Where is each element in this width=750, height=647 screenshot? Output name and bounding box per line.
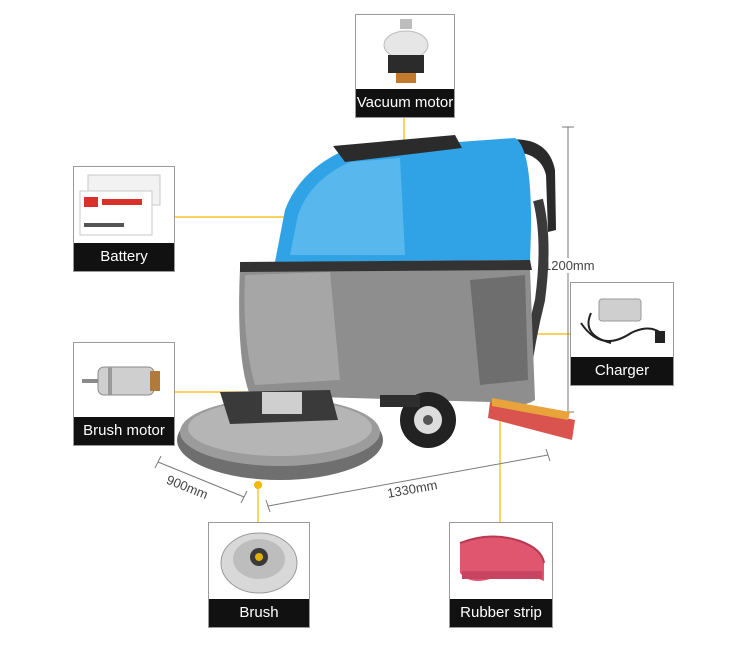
rubber-strip-callout: Rubber strip	[449, 522, 553, 628]
battery-callout: Battery	[73, 166, 175, 272]
brush-motor-label: Brush motor	[74, 417, 174, 445]
height-dimension: 1200mm	[542, 258, 597, 273]
charger-callout: Charger	[570, 282, 674, 386]
brush-motor-image	[74, 343, 174, 417]
vacuum-motor-callout: Vacuum motor	[355, 14, 455, 118]
rubber-strip-label: Rubber strip	[450, 599, 552, 627]
brush-callout: Brush	[208, 522, 310, 628]
brush-motor-callout: Brush motor	[73, 342, 175, 446]
battery-label: Battery	[74, 243, 174, 271]
battery-image	[74, 167, 174, 243]
charger-image	[571, 283, 673, 357]
vacuum-motor-label: Vacuum motor	[356, 89, 454, 117]
charger-label: Charger	[571, 357, 673, 385]
brush-label: Brush	[209, 599, 309, 627]
brush-image	[209, 523, 309, 599]
rubber-strip-image	[450, 523, 552, 599]
vacuum-motor-image	[356, 15, 454, 89]
